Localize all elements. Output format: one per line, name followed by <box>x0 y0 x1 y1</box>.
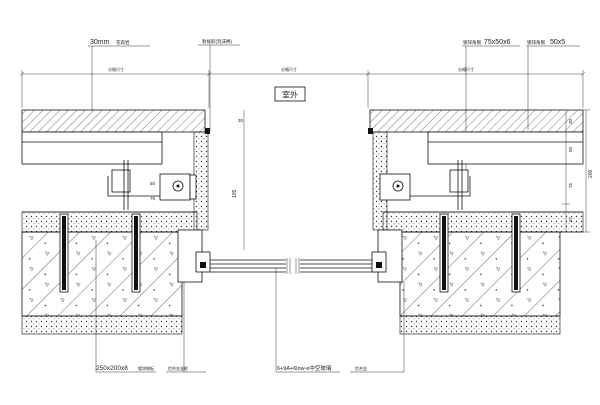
bottom-annotations: 250x200x8 镀锌钢板 铝合金竖框 6+9A+6low-e中空玻璃 铝合金 <box>95 240 405 373</box>
note-glass: 6+9A+6low-e中空玻璃 <box>277 364 332 372</box>
dim-left-105: 105 <box>232 189 238 198</box>
dim-left-75: 75 <box>150 196 156 201</box>
dim-right-37: 37 <box>568 216 573 222</box>
note-aluminum: 铝合金 <box>355 365 367 371</box>
dim-left-30: 30 <box>238 118 244 123</box>
dim-label-top-left: 分格尺寸 <box>108 66 124 72</box>
top-left-annotation: 30mm 花岗岩 <box>88 39 150 110</box>
dim-right-200: 200 <box>588 169 594 178</box>
dim-right-50: 50 <box>568 146 573 152</box>
note-angle-steel-2-prefix: 镀锌角钢 <box>527 39 545 46</box>
note-30mm-suffix: 花岗岩 <box>116 39 130 46</box>
right-anchor-bolt-2 <box>511 213 521 293</box>
note-steel-plate-suffix: 镀锌钢板 <box>138 365 154 371</box>
note-angle-steel-1-prefix: 镀锌角钢 <box>463 39 481 46</box>
dim-right-30: 30 <box>568 118 573 124</box>
note-angle-steel-2: 50x5 <box>550 39 565 46</box>
room-label: 室外 <box>282 90 298 100</box>
left-anchor-bolt-1 <box>59 213 69 293</box>
right-assembly: 30 50 75 37 200 <box>368 109 594 335</box>
note-30mm: 30mm <box>90 39 110 46</box>
glass-unit <box>210 258 376 274</box>
top-mid-left-annotation: 耐候胶(泡沫棒) <box>198 38 240 132</box>
room-label-box: 室外 <box>274 86 306 102</box>
note-steel-plate: 250x200x8 <box>96 365 128 372</box>
right-anchor-bolt-1 <box>439 213 449 293</box>
note-mullion: 铝合金竖框 <box>168 365 188 371</box>
left-assembly: 30 105 50 75 <box>21 109 245 335</box>
dim-right-75: 75 <box>568 182 573 188</box>
note-angle-steel-1: 75x50x6 <box>484 39 511 46</box>
dim-label-top-center: 分格尺寸 <box>281 66 297 72</box>
dim-left-50: 50 <box>150 181 156 186</box>
note-sealant: 耐候胶(泡沫棒) <box>202 38 232 45</box>
left-anchor-bolt-2 <box>131 213 141 293</box>
